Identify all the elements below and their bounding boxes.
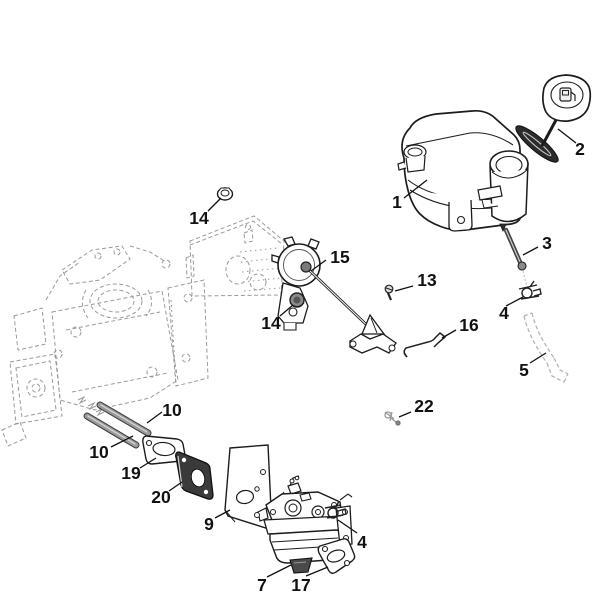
callout-label: 14 — [189, 208, 209, 228]
callout-3: 3 — [522, 233, 552, 256]
callout-label: 1 — [392, 192, 402, 212]
screw-13 — [384, 284, 394, 301]
tank-drain-tip — [499, 223, 507, 233]
callout-15: 15 — [310, 247, 350, 272]
callout-label: 22 — [414, 396, 434, 416]
fuel-cap — [515, 74, 592, 163]
callout-4-upper: 4 — [499, 296, 524, 323]
callout-label: 10 — [89, 442, 109, 462]
intake-gasket — [142, 435, 186, 465]
control-lever-assembly — [271, 236, 397, 354]
nut-upper — [216, 187, 234, 201]
stud-upper — [96, 401, 152, 437]
nut-lower — [289, 292, 305, 308]
clip-22 — [384, 411, 401, 426]
hose-clamp-lower — [324, 500, 347, 519]
callout-17: 17 — [291, 566, 329, 595]
callout-label: 13 — [417, 270, 437, 290]
carburetor-gasket — [317, 538, 356, 574]
fuel-hose — [523, 312, 569, 383]
engine-block-reference — [1, 245, 209, 447]
callout-4-lower: 4 — [337, 519, 367, 552]
insulator-spacer — [175, 451, 214, 500]
callout-22: 22 — [398, 396, 434, 418]
callout-label: 4 — [499, 303, 509, 323]
cap-stem — [540, 119, 558, 147]
callout-10-upper: 10 — [146, 400, 182, 424]
callouts: 1 2 3 4 5 7 9 10 — [89, 128, 585, 595]
bowl-drain-plug — [289, 557, 313, 574]
callout-label: 2 — [575, 139, 585, 159]
callout-label: 7 — [257, 575, 267, 595]
fuel-pump-icon — [559, 87, 576, 102]
callout-16: 16 — [441, 315, 479, 339]
heat-shield-plate — [224, 444, 273, 531]
callout-14-lower: 14 — [261, 304, 294, 333]
callout-20: 20 — [151, 481, 183, 507]
callout-label: 16 — [459, 315, 479, 335]
throttle-link — [403, 331, 447, 358]
callout-5: 5 — [519, 352, 547, 380]
fuel-tank — [397, 109, 529, 233]
rod-end-bracket — [349, 313, 397, 354]
callout-label: 14 — [261, 313, 281, 333]
callout-14-upper: 14 — [189, 197, 222, 228]
hose-clamp-upper — [518, 280, 542, 300]
callout-label: 20 — [151, 487, 171, 507]
bolt-3 — [503, 227, 528, 288]
callout-2: 2 — [557, 128, 585, 159]
tank-outlet-fitting — [397, 144, 427, 173]
callout-label: 17 — [291, 575, 310, 595]
callout-13: 13 — [394, 270, 437, 292]
tank-mounting-tab — [448, 199, 473, 232]
callout-19: 19 — [121, 457, 157, 483]
tank-filler-neck — [489, 150, 529, 223]
callout-label: 15 — [330, 247, 350, 267]
callout-9: 9 — [204, 509, 231, 534]
callout-label: 10 — [162, 400, 182, 420]
callout-label: 19 — [121, 463, 141, 483]
muffler-reference — [185, 215, 285, 297]
callout-label: 5 — [519, 360, 529, 380]
cap-tether-strap — [515, 125, 559, 163]
callout-label: 9 — [204, 514, 214, 534]
callout-10-lower: 10 — [89, 435, 134, 462]
callout-label: 3 — [542, 233, 552, 253]
callout-label: 4 — [357, 532, 367, 552]
callout-7: 7 — [257, 564, 292, 595]
callout-1: 1 — [392, 179, 428, 212]
